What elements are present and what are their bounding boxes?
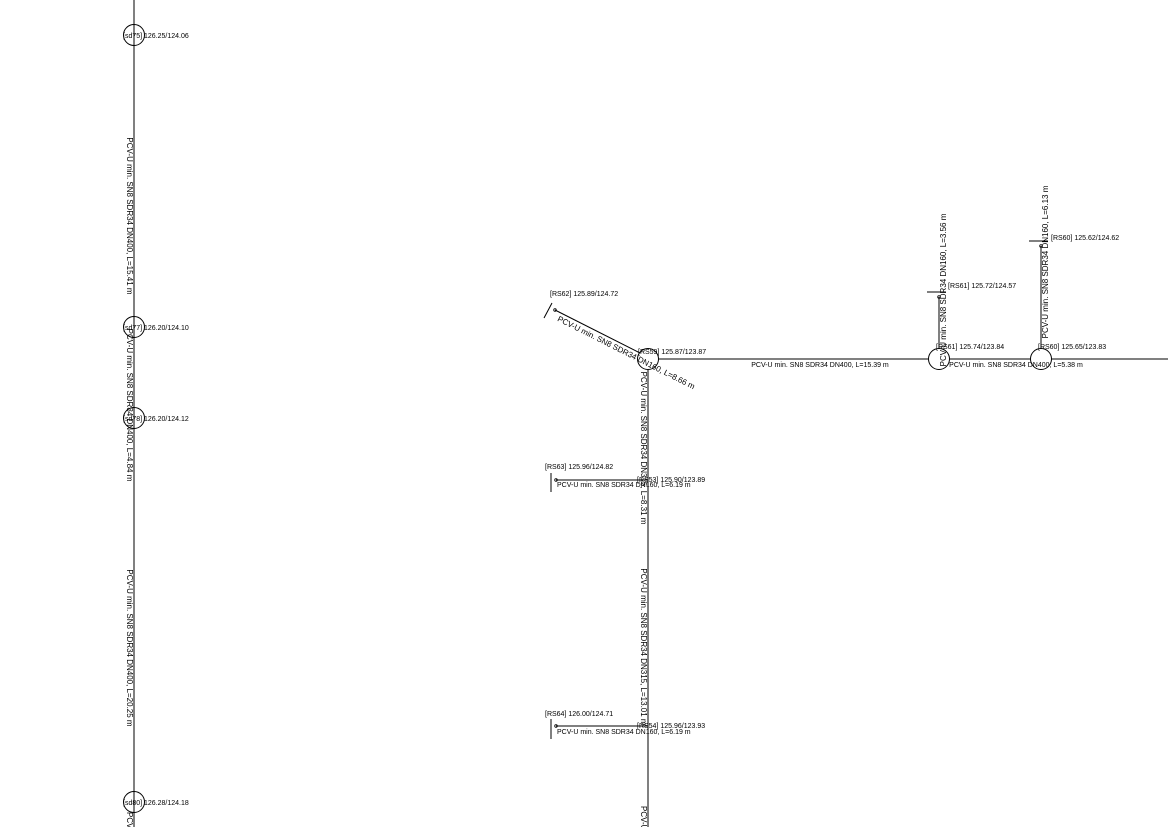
pipe-label-vert-3: PCV-U — [639, 806, 648, 827]
well-circle — [637, 348, 659, 370]
inlet-point — [554, 478, 558, 482]
branch-RS64[interactable]: [RS64] 126.00/124.71 — [545, 711, 648, 739]
junction-RS54[interactable]: [RS54] 125.96/123.93 — [637, 723, 705, 730]
well-RS59[interactable]: [RS59] 125.87/123.87 — [637, 348, 707, 370]
pipe-label-vert-2: PCV-U min. SN8 SDR34 DN315, L=13.01 m — [639, 568, 648, 726]
well-circle — [123, 24, 145, 46]
well-circle — [123, 407, 145, 429]
well-sd78[interactable]: [sd78] 126.20/124.12 — [123, 407, 189, 429]
inlet-RS60-top[interactable]: [RS60] 125.62/124.62 — [1029, 235, 1119, 348]
well-sd75[interactable]: [sd75] 126.25/124.06 — [123, 24, 189, 46]
inlet-RS61-top[interactable]: [RS61] 125.72/124.57 — [927, 283, 1016, 348]
inlet-point — [553, 308, 557, 312]
junction-label: [RS54] 125.96/123.93 — [637, 723, 705, 730]
well-label: [RS59] 125.87/123.87 — [638, 349, 706, 356]
well-sd80[interactable]: [sd80] 126.28/124.18 — [123, 791, 189, 813]
well-RS61[interactable]: [RS61] 125.74/123.84 — [928, 344, 1005, 370]
well-label: [sd78] 126.20/124.12 — [123, 416, 189, 423]
well-sd77[interactable]: [sd77] 126.20/124.10 — [123, 316, 189, 338]
pipe-label-left-4: PCV-U — [125, 812, 134, 827]
well-circle — [1030, 348, 1052, 370]
inlet-label: [RS61] 125.72/124.57 — [948, 283, 1016, 290]
inlet-point — [554, 724, 558, 728]
pipe-label-main-2: PCV-U min. SN8 SDR34 DN400, L=5.38 m — [949, 362, 1083, 369]
inlet-label: [RS63] 125.96/124.82 — [545, 464, 613, 471]
well-RS60[interactable]: [RS60] 125.65/123.83 — [1030, 344, 1107, 370]
well-label: [sd75] 126.25/124.06 — [123, 33, 189, 40]
well-circle — [123, 791, 145, 813]
inlet-marker — [543, 302, 553, 319]
pipe-label-branch-64: PCV-U min. SN8 SDR34 DN160, L=6.19 m — [557, 729, 691, 736]
pipe-label-vert-1: PCV-U min. SN8 SDR34 DN315, L=8.31 m — [639, 372, 648, 525]
inlet-point — [937, 295, 941, 299]
inlet-label: [RS60] 125.62/124.62 — [1051, 235, 1119, 242]
pipe-label-branch-63: PCV-U min. SN8 SDR34 DN160, L=6.19 m — [557, 482, 691, 489]
inlet-RS62[interactable]: [RS62] 125.89/124.72 — [543, 291, 641, 354]
inlet-label: [RS64] 126.00/124.71 — [545, 711, 613, 718]
pipe-label-left-1: PCV-U min. SN8 SDR34 DN400, L=15.41 m — [125, 137, 134, 295]
pipe-label-main-1: PCV-U min. SN8 SDR34 DN400, L=15.39 m — [751, 362, 889, 369]
well-label: [sd77] 126.20/124.10 — [123, 325, 189, 332]
well-label: [RS61] 125.74/123.84 — [936, 344, 1004, 351]
well-label: [RS60] 125.65/123.83 — [1038, 344, 1106, 351]
junction-label: [RS53] 125.90/123.89 — [637, 477, 705, 484]
inlet-label: [RS62] 125.89/124.72 — [550, 291, 618, 298]
junction-RS53[interactable]: [RS53] 125.90/123.89 — [637, 477, 705, 484]
pipe-label-left-2: PCV-U min. SN8 SDR34 DN400, L=4.84 m — [125, 329, 134, 482]
branch-RS63[interactable]: [RS63] 125.96/124.82 — [545, 464, 648, 492]
pipe-label-left-3: PCV-U min. SN8 SDR34 DN400, L=20.25 m — [125, 569, 134, 727]
well-circle — [123, 316, 145, 338]
well-label: [sd80] 126.28/124.18 — [123, 800, 189, 807]
well-circle — [928, 348, 950, 370]
pipe-label-up-61: PCV-U min. SN8 SDR34 DN160, L=3.56 m — [939, 213, 948, 366]
inlet-point — [1039, 244, 1043, 248]
pipe-line — [554, 309, 641, 354]
pipe-label-up-60: PCV-U min. SN8 SDR34 DN160, L=6.13 m — [1041, 185, 1050, 338]
